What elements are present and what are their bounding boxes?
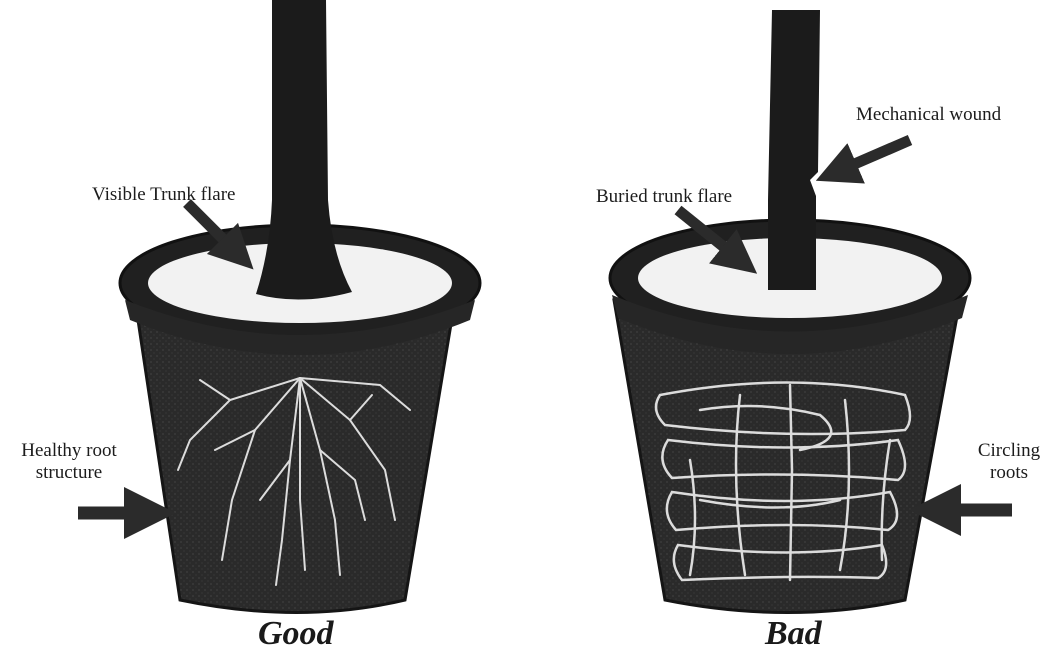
good-trunk-label: Visible Trunk flare [92,184,235,206]
bad-roots-label-line2: roots [962,462,1056,484]
good-roots-label: Healthy root structure [4,440,134,484]
good-roots-label-line1: Healthy root [4,440,134,462]
bad-wound-label: Mechanical wound [856,104,1001,126]
good-caption: Good [258,615,334,653]
bad-trunk-label: Buried trunk flare [596,186,732,208]
bad-roots-label: Circling roots [962,440,1056,484]
good-roots-label-line2: structure [4,462,134,484]
good-panel [78,0,480,613]
bad-wound-arrow-icon [836,140,910,172]
bad-caption: Bad [765,615,822,653]
bad-roots-label-line1: Circling [962,440,1056,462]
bad-trunk-icon [768,10,820,290]
bad-panel [610,10,1012,613]
